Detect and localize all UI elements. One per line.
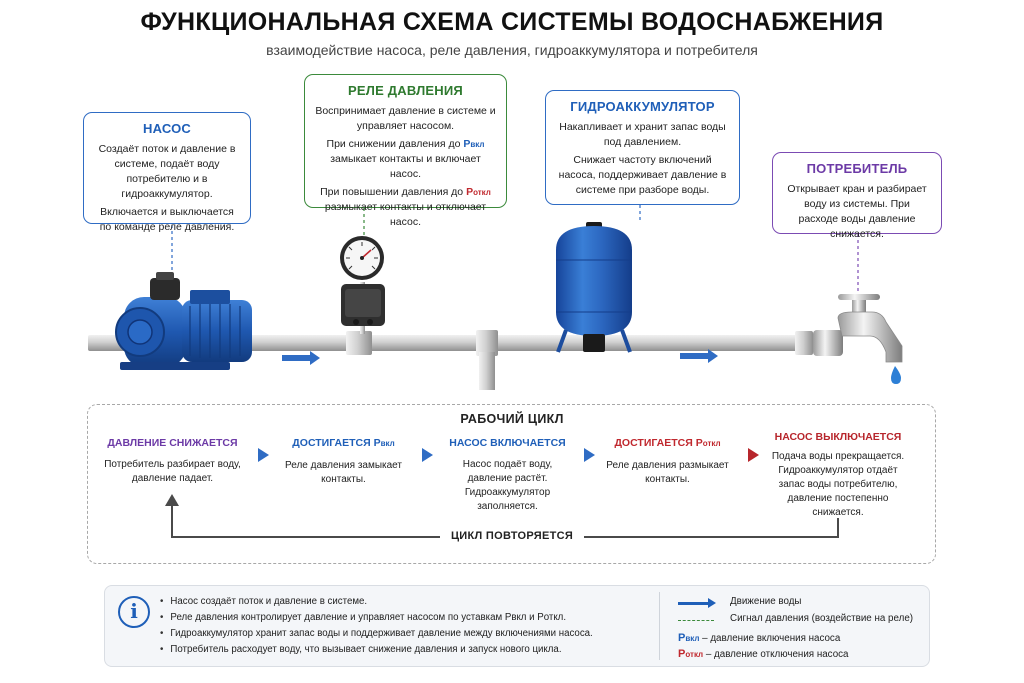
branch-pipe [479,352,495,390]
cycle-step-3-text: Насос подаёт воду, давление растёт. Гидр… [462,459,553,512]
flow-arrow-1 [282,351,320,365]
water-drop-icon [891,366,901,384]
cycle-step-2: ДОСТИГАЕТСЯ Pвкл Реле давления замыкает … [276,436,411,487]
info-divider [659,592,660,660]
flow-arrows [282,349,718,365]
pump-callout-text-1: Создаёт поток и давление в системе, пода… [98,143,236,200]
cycle-step-5-heading: НАСОС ВЫКЛЮЧАЕТСЯ [774,431,902,443]
cycle-arrow-4 [748,448,759,462]
flow-arrow-2 [680,349,718,363]
cycle-repeat-label: ЦИКЛ ПОВТОРЯЕТСЯ [440,530,584,542]
consumer-callout: ПОТРЕБИТЕЛЬ Открывает кран и разбирает в… [772,152,942,240]
info-item: Насос создаёт поток и давление в системе… [160,594,640,610]
system-schematic [88,205,903,390]
tank-callout: ГИДРОАККУМУЛЯТОР Накапливает и хранит за… [545,90,740,205]
cycle-step-5: НАСОС ВЫКЛЮЧАЕТСЯ Подача воды прекращает… [768,430,908,520]
water-tap-icon [813,294,903,384]
cycle-step-5-text: Подача воды прекращается. Гидроаккумулят… [771,451,905,518]
cycle-step-1: ДАВЛЕНИЕ СНИЖАЕТСЯ Потребитель разбирает… [100,436,245,486]
cycle-arrow-3 [584,448,595,462]
tap-coupling [795,331,813,355]
pump-callout-title: НАСОС [142,121,192,136]
tank-callout-text-1: Накапливает и хранит запас воды под давл… [559,121,726,148]
cycle-step-3: НАСОС ВКЛЮЧАЕТСЯ Насос подаёт воду, давл… [440,436,575,514]
info-icon: i [118,596,150,628]
p-on-legend-symbol: Pвкл [678,632,700,644]
dashed-line-legend-icon [678,620,714,621]
legend-flow: Движение воды [678,596,918,610]
cycle-step-3-heading: НАСОС ВКЛЮЧАЕТСЯ [449,437,566,449]
tank-callout-text-2: Снижает частоту включений насоса, поддер… [558,154,727,196]
relay-coupling [346,331,372,355]
cycle-step-4-heading: ДОСТИГАЕТСЯ Pоткл [614,437,721,449]
pump-callout: НАСОС Создаёт поток и давление в системе… [83,112,251,233]
flow-arrow-legend-icon [678,598,716,607]
info-item: Реле давления контролирует давление и уп… [160,610,640,626]
relay-callout-title: РЕЛЕ ДАВЛЕНИЯ [348,83,463,98]
page-subtitle: взаимодействие насоса, реле давления, ги… [266,42,758,58]
main-pipe [88,335,823,351]
working-cycle-title: РАБОЧИЙ ЦИКЛ [460,412,564,426]
working-cycle-panel [87,404,936,564]
info-item: Гидроаккумулятор хранит запас воды и под… [160,626,640,642]
cycle-step-1-text: Потребитель разбирает воду, давление пад… [104,459,241,484]
p-off-symbol: Pоткл [466,186,491,198]
pump-callout-text-2: Включается и выключается по команде реле… [99,206,235,233]
cycle-step-2-text: Реле давления замыкает контакты. [285,460,402,485]
cycle-step-4-text: Реле давления размыкает контакты. [606,460,729,485]
consumer-callout-text-1: Открывает кран и разбирает воду из систе… [787,183,927,240]
p-on-symbol: Pвкл [463,138,485,150]
cycle-step-4: ДОСТИГАЕТСЯ Pоткл Реле давления размыкае… [600,436,735,487]
pressure-switch-icon [340,236,385,334]
relay-callout: РЕЛЕ ДАВЛЕНИЯ Воспринимает давление в си… [304,74,507,228]
legend-signal: Сигнал давления (воздействие на реле) [678,613,928,627]
info-list: Насос создаёт поток и давление в системе… [160,594,640,658]
cycle-step-1-heading: ДАВЛЕНИЕ СНИЖАЕТСЯ [107,437,238,449]
cycle-step-2-heading: ДОСТИГАЕТСЯ Pвкл [292,437,395,449]
relay-callout-text-1: Воспринимает давление в системе и управл… [315,105,496,132]
legend-p-on: Pвкл – давление включения насоса [678,632,841,644]
relay-callout-text-2: При снижении давления до Pвкл замыкает к… [326,138,485,180]
tank-callout-title: ГИДРОАККУМУЛЯТОР [570,99,715,114]
cycle-arrow-2 [422,448,433,462]
tee-fitting [476,330,498,356]
callout-connector-lines [171,205,859,300]
cycle-arrow-1 [258,448,269,462]
page-title: ФУНКЦИОНАЛЬНАЯ СХЕМА СИСТЕМЫ ВОДОСНАБЖЕН… [140,8,884,36]
relay-callout-text-3: При повышении давления до Pоткл размыкае… [320,186,491,228]
info-item: Потребитель расходует воду, что вызывает… [160,642,640,658]
pump-icon [115,272,252,370]
accumulator-tank-icon [556,222,632,353]
p-off-legend-symbol: Pоткл [678,648,704,660]
legend-p-off: Pоткл – давление отключения насоса [678,648,849,660]
consumer-callout-title: ПОТРЕБИТЕЛЬ [806,161,908,176]
